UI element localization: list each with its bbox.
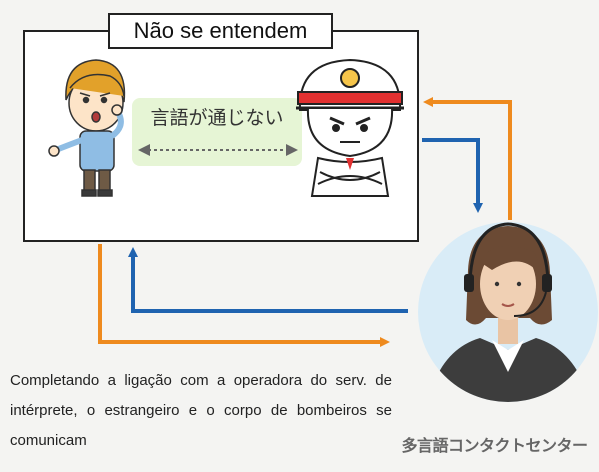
blue-arrow-bottom	[128, 247, 408, 313]
firefighter-icon	[296, 58, 404, 197]
contact-center-label: 多言語コンタクトセンター	[401, 438, 588, 455]
orange-arrow-bottom	[98, 244, 390, 347]
bubble-label: 言語が通じない	[150, 107, 283, 129]
language-barrier-bubble: 言語が通じない	[132, 98, 302, 166]
confused-man-icon	[48, 59, 126, 197]
orange-arrow-top	[423, 97, 512, 220]
title-label: Não se entendem	[108, 13, 333, 49]
blue-arrow-top	[422, 138, 483, 213]
caption-text: Completando a ligação com a operadora do…	[10, 372, 392, 449]
operator-headset-icon	[418, 222, 598, 402]
